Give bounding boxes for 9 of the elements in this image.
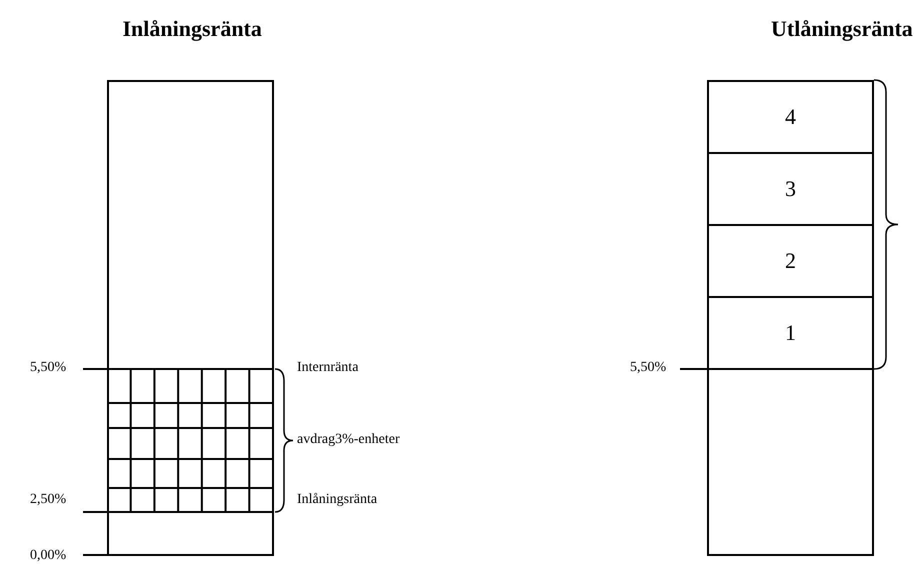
rate-label: Inlåningsränta: [297, 492, 378, 508]
axis-value: 5,50%: [30, 360, 66, 376]
axis-value: 5,50%: [630, 360, 666, 376]
column-heading: Inlåningsränta: [122, 16, 262, 42]
column-heading: Utlåningsränta: [771, 16, 913, 42]
rate-label: avdrag3%-enheter: [297, 432, 400, 448]
axis-value: 0,00%: [30, 548, 66, 564]
rate-label: Internränta: [297, 360, 358, 376]
axis-value: 2,50%: [30, 492, 66, 508]
